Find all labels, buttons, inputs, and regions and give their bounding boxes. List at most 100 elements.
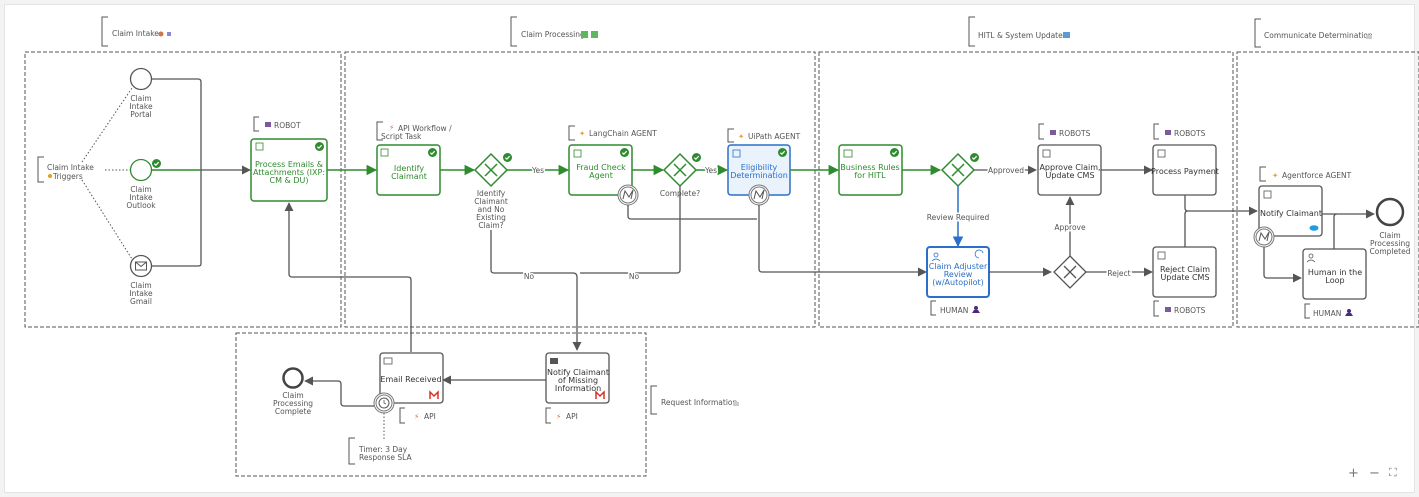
task-business-rules[interactable]: Business Rules for HITL xyxy=(838,144,903,196)
lane-title-text: Claim Processing xyxy=(521,30,585,39)
envelope-icon xyxy=(383,357,393,365)
svg-text:Processing: Processing xyxy=(1370,239,1410,248)
check-box-icon xyxy=(591,31,598,38)
end-event-complete[interactable]: Claim Processing Complete xyxy=(273,367,313,417)
person-icon xyxy=(1347,309,1351,313)
svg-text:Notify Claimant: Notify Claimant xyxy=(547,368,609,377)
api-annotation-email: ⚡ API xyxy=(399,407,436,424)
envelope-filled-icon xyxy=(550,358,558,364)
svg-text:Attachments (IXP:: Attachments (IXP: xyxy=(253,168,325,177)
agent-task-icon xyxy=(732,149,741,158)
gateway-hitl[interactable] xyxy=(940,152,979,188)
api-workflow-annotation: ⚡ API Workflow / Script Task xyxy=(376,121,452,141)
task-notify-missing[interactable]: Notify Claimant of Missing Information xyxy=(545,352,610,404)
svg-text:Update CMS: Update CMS xyxy=(1045,171,1094,180)
svg-text:Outlook: Outlook xyxy=(126,201,156,210)
flow-label-no: No xyxy=(524,272,535,281)
svg-text:Review: Review xyxy=(944,270,973,279)
dot-icon xyxy=(167,32,171,36)
svg-text:Identify: Identify xyxy=(477,189,506,198)
task-identify-claimant[interactable]: Identify Claimant xyxy=(376,144,441,196)
flow-label-approved: Approved xyxy=(988,166,1024,175)
svg-text:Eligibility: Eligibility xyxy=(741,163,778,172)
lane-hitl xyxy=(818,51,1234,328)
robot-task-icon xyxy=(1042,149,1051,158)
error-boundary-event[interactable] xyxy=(617,184,639,206)
gateway-identify[interactable]: Identify Claimant and No Existing Claim? xyxy=(473,152,512,230)
lightning-icon xyxy=(622,189,634,200)
svg-text:Email Received: Email Received xyxy=(380,375,441,384)
robot-icon xyxy=(1165,130,1171,135)
task-process-emails[interactable]: Process Emails & Attachments (IXP: CM & … xyxy=(250,138,328,202)
svg-text:API Workflow /: API Workflow / xyxy=(398,124,452,133)
flow-label-review-required: Review Required xyxy=(927,213,990,222)
robot-task-icon xyxy=(1157,251,1166,260)
svg-text:and No: and No xyxy=(478,205,505,214)
triggers-annotation: Claim Intake Triggers xyxy=(37,87,133,260)
gateway-approve-reject[interactable] xyxy=(1053,255,1087,289)
svg-text:Update CMS: Update CMS xyxy=(1160,273,1209,282)
lane-title-communicate: Communicate Determination xyxy=(1254,18,1373,48)
api-annotation-notify: ⚡ API xyxy=(545,407,578,424)
svg-text:Processing: Processing xyxy=(273,399,313,408)
lane-title-hitl: HITL & System Updates xyxy=(968,16,1070,47)
sparkle-icon: ✦ xyxy=(579,129,585,138)
timer-annotation: Timer: 3 Day Response SLA xyxy=(348,437,413,465)
error-boundary-event[interactable] xyxy=(1253,226,1275,248)
package-icon xyxy=(158,31,164,37)
doc-icon xyxy=(733,402,739,406)
end-event-completed[interactable]: Claim Processing Completed xyxy=(1370,197,1411,256)
task-claim-adjuster[interactable]: Claim Adjuster Review (w/Autopilot) xyxy=(926,246,990,298)
bolt-icon: ⚡ xyxy=(414,412,419,421)
task-email-received[interactable]: Email Received xyxy=(373,352,444,414)
lane-title-claim-processing: Claim Processing xyxy=(510,16,598,47)
svg-text:Human in the: Human in the xyxy=(1308,268,1362,277)
robot-icon xyxy=(265,122,271,127)
flow-label-no: No xyxy=(629,272,640,281)
task-process-payment[interactable]: Process Payment xyxy=(1151,144,1219,196)
bolt-icon: ⚡ xyxy=(556,412,561,421)
svg-text:Agentforce AGENT: Agentforce AGENT xyxy=(1282,171,1352,180)
user-icon xyxy=(1308,253,1314,259)
task-approve-claim[interactable]: Approve Claim, Update CMS xyxy=(1037,144,1102,196)
start-event-gmail[interactable]: Claim Intake Gmail xyxy=(129,254,153,307)
error-boundary-event[interactable] xyxy=(748,184,770,206)
table-icon xyxy=(843,149,853,158)
start-event-portal[interactable]: Claim Intake Portal xyxy=(129,67,153,120)
start-event-outlook[interactable]: Claim Intake Outlook xyxy=(126,158,161,210)
svg-text:Identify: Identify xyxy=(394,164,424,173)
zoom-out-button[interactable]: − xyxy=(1369,466,1380,481)
agentforce-annotation: ✦ Agentforce AGENT xyxy=(1259,166,1352,182)
svg-text:ROBOT: ROBOT xyxy=(274,121,301,130)
timer-boundary-event[interactable] xyxy=(373,392,395,414)
svg-text:Completed: Completed xyxy=(1370,247,1411,256)
svg-text:UiPath AGENT: UiPath AGENT xyxy=(748,132,801,141)
check-box-icon xyxy=(581,31,588,38)
lane-title-text: Claim Intake xyxy=(112,29,159,38)
salesforce-icon xyxy=(1309,225,1319,231)
task-reject-claim[interactable]: Reject Claim Update CMS xyxy=(1152,246,1217,298)
svg-text:Intake: Intake xyxy=(129,102,153,111)
svg-text:Notify Claimant: Notify Claimant xyxy=(1260,209,1322,218)
user-icon xyxy=(933,252,939,258)
langchain-annotation: ✦ LangChain AGENT xyxy=(568,125,657,141)
svg-text:Loop: Loop xyxy=(1325,276,1344,285)
loading-icon xyxy=(974,249,984,259)
svg-text:Agent: Agent xyxy=(589,171,613,180)
svg-text:Process Payment: Process Payment xyxy=(1151,167,1219,176)
task-eligibility[interactable]: Eligibility Determination xyxy=(727,144,791,206)
zoom-in-button[interactable]: + xyxy=(1348,466,1359,481)
svg-text:ROBOTS: ROBOTS xyxy=(1174,129,1206,138)
svg-text:Claim Intake: Claim Intake xyxy=(47,163,94,172)
task-fraud-check[interactable]: Fraud Check Agent xyxy=(568,144,639,206)
svg-text:Claim?: Claim? xyxy=(478,221,503,230)
svg-text:API: API xyxy=(566,412,578,421)
fit-to-screen-button[interactable]: ⛶ xyxy=(1389,466,1397,479)
task-human-loop[interactable]: Human in the Loop xyxy=(1302,248,1367,300)
svg-text:for HITL: for HITL xyxy=(854,171,886,180)
svg-text:Reject Claim: Reject Claim xyxy=(1160,265,1210,274)
lane-title-claim-intake: Claim Intake xyxy=(101,16,171,47)
task-notify-claimant[interactable]: Notify Claimant xyxy=(1253,185,1323,248)
svg-text:Claim: Claim xyxy=(130,281,151,290)
